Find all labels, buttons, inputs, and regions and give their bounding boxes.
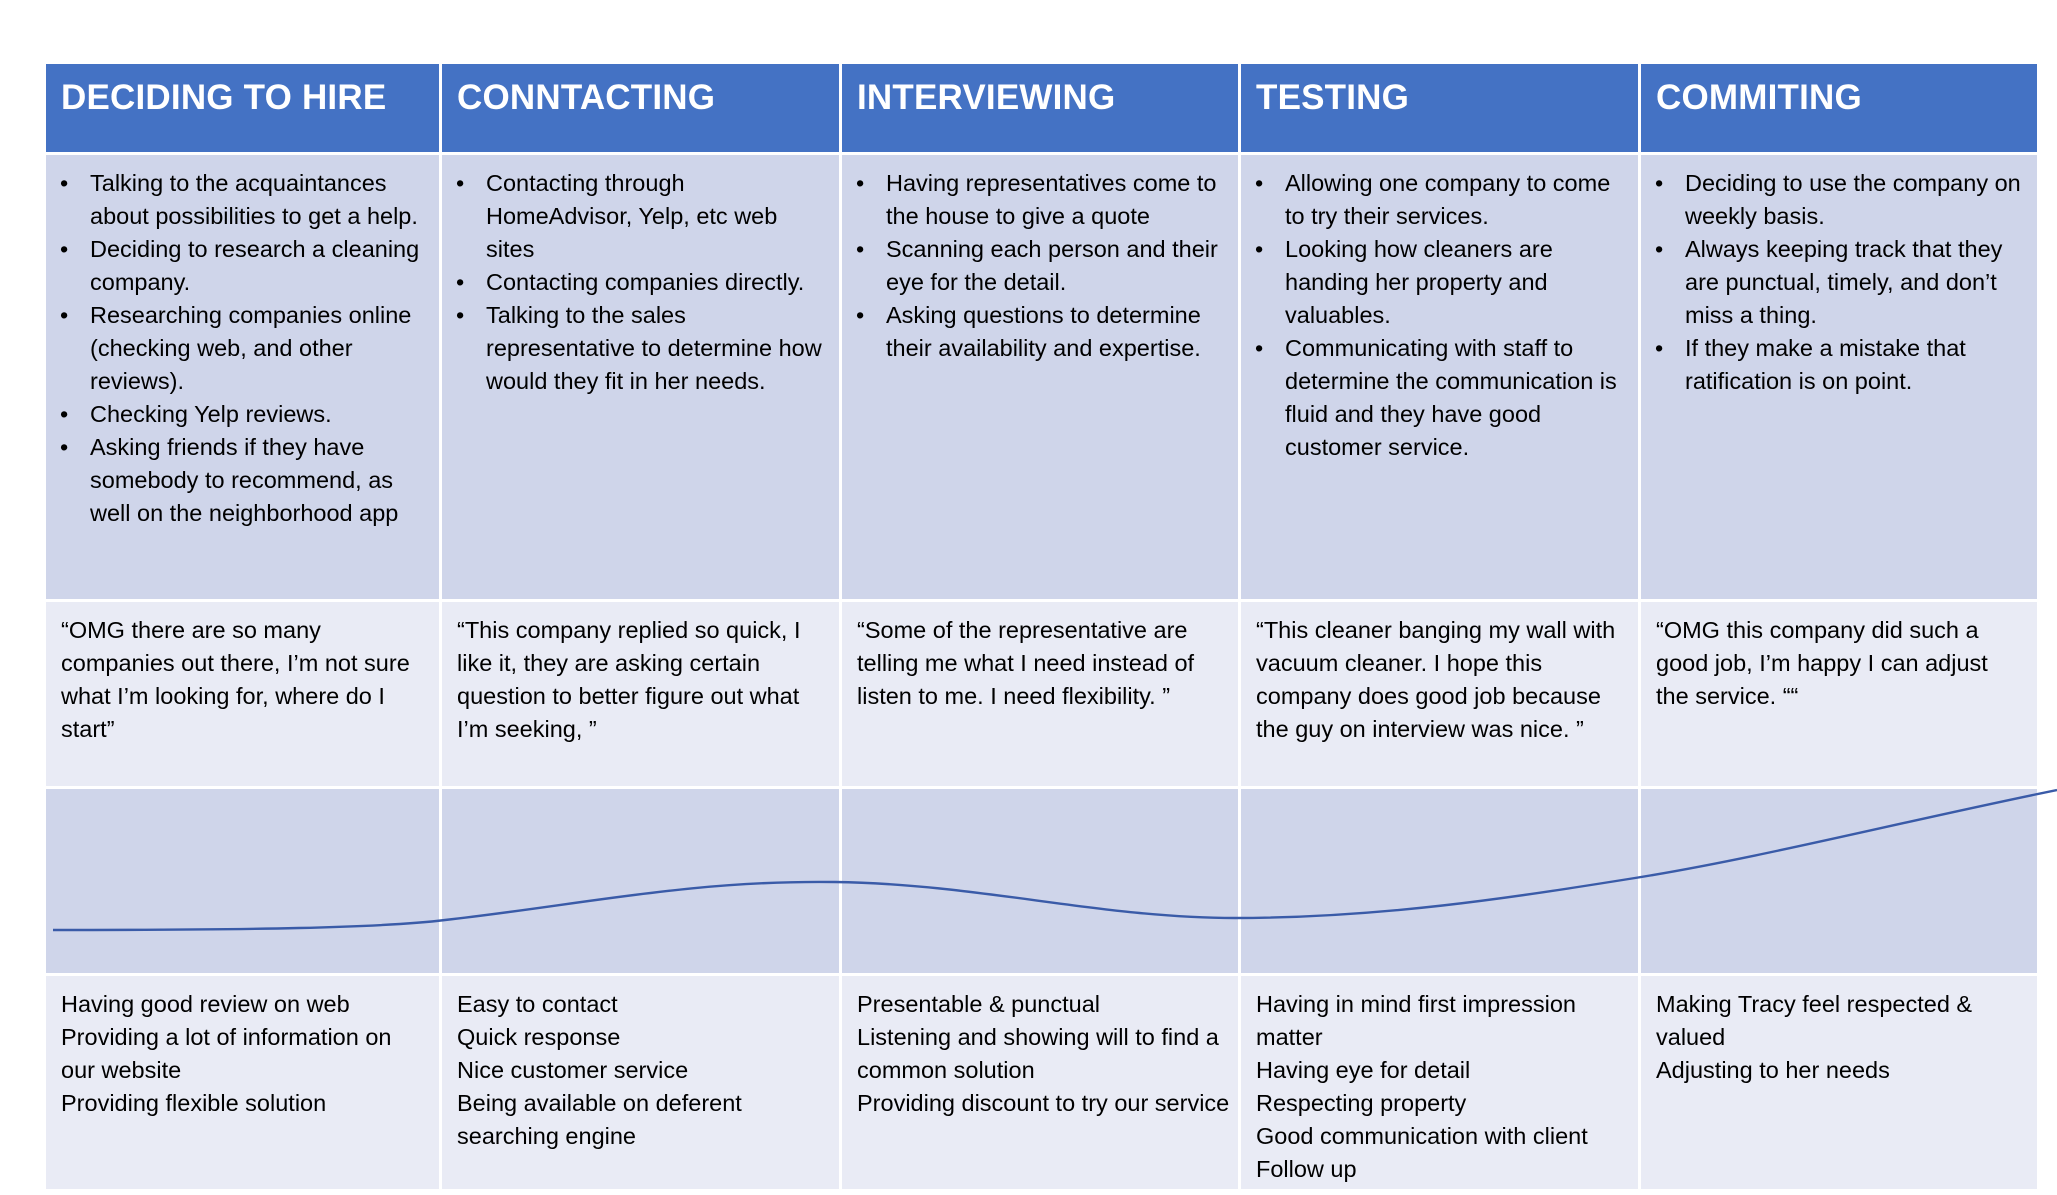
action-item: Looking how cleaners are handing her pro… <box>1255 233 1630 332</box>
emotion-cell-interviewing <box>842 789 1238 973</box>
actions-cell-contacting: Contacting through HomeAdvisor, Yelp, et… <box>442 155 839 599</box>
opportunity-line: Follow up <box>1256 1156 1357 1182</box>
opportunity-line: Providing flexible solution <box>61 1090 327 1116</box>
action-item: Deciding to use the company on weekly ba… <box>1655 167 2029 233</box>
opportunity-line: Providing a lot of information on our we… <box>61 1024 392 1083</box>
quote-contacting: “This company replied so quick, I like i… <box>442 602 839 786</box>
action-item: Contacting companies directly. <box>456 266 831 299</box>
opportunities-interviewing: Presentable & punctual Listening and sho… <box>842 976 1238 1189</box>
action-item: Scanning each person and their eye for t… <box>856 233 1230 299</box>
opportunity-line: Adjusting to her needs <box>1656 1057 1890 1083</box>
actions-list: Having representatives come to the house… <box>856 167 1230 365</box>
quote-interviewing: “Some of the representative are telling … <box>842 602 1238 786</box>
opportunity-line: Nice customer service <box>457 1057 689 1083</box>
actions-list: Allowing one company to come to try thei… <box>1255 167 1630 464</box>
action-item: Checking Yelp reviews. <box>60 398 431 431</box>
stage-header-deciding: DECIDING TO HIRE <box>46 64 439 152</box>
action-item: Talking to the acquaintances about possi… <box>60 167 431 233</box>
opportunity-line: Presentable & punctual <box>857 991 1100 1017</box>
action-item: If they make a mistake that ratification… <box>1655 332 2029 398</box>
quote-commiting: “OMG this company did such a good job, I… <box>1641 602 2037 786</box>
actions-cell-deciding: Talking to the acquaintances about possi… <box>46 155 439 599</box>
opportunity-line: Easy to contact <box>457 991 618 1017</box>
quote-testing: “This cleaner banging my wall with vacuu… <box>1241 602 1638 786</box>
emotion-cell-testing <box>1241 789 1638 973</box>
actions-cell-commiting: Deciding to use the company on weekly ba… <box>1641 155 2037 599</box>
opportunity-line: Good communication with client <box>1256 1123 1588 1149</box>
actions-list: Deciding to use the company on weekly ba… <box>1655 167 2029 398</box>
opportunity-line: Listening and showing will to find a com… <box>857 1024 1219 1083</box>
opportunity-line: Having good review on web <box>61 991 350 1017</box>
stage-header-testing: TESTING <box>1241 64 1638 152</box>
action-item: Having representatives come to the house… <box>856 167 1230 233</box>
opportunity-line: Quick response <box>457 1024 621 1050</box>
opportunities-deciding: Having good review on web Providing a lo… <box>46 976 439 1189</box>
opportunity-line: Making Tracy feel respected & valued <box>1656 991 1973 1050</box>
journey-map: DECIDING TO HIRE CONNTACTING INTERVIEWIN… <box>46 64 2037 1189</box>
opportunity-line: Having eye for detail <box>1256 1057 1471 1083</box>
opportunity-line: Having in mind first impression matter <box>1256 991 1576 1050</box>
actions-cell-interviewing: Having representatives come to the house… <box>842 155 1238 599</box>
opportunities-contacting: Easy to contact Quick response Nice cust… <box>442 976 839 1189</box>
action-item: Deciding to research a cleaning company. <box>60 233 431 299</box>
opportunities-commiting: Making Tracy feel respected & valued Adj… <box>1641 976 2037 1189</box>
actions-list: Talking to the acquaintances about possi… <box>60 167 431 530</box>
action-item: Communicating with staff to determine th… <box>1255 332 1630 464</box>
action-item: Contacting through HomeAdvisor, Yelp, et… <box>456 167 831 266</box>
opportunity-line: Providing discount to try our service <box>857 1090 1230 1116</box>
action-item: Asking questions to determine their avai… <box>856 299 1230 365</box>
stage-header-interviewing: INTERVIEWING <box>842 64 1238 152</box>
stage-header-contacting: CONNTACTING <box>442 64 839 152</box>
opportunities-testing: Having in mind first impression matter H… <box>1241 976 1638 1189</box>
actions-list: Contacting through HomeAdvisor, Yelp, et… <box>456 167 831 398</box>
actions-cell-testing: Allowing one company to come to try thei… <box>1241 155 1638 599</box>
quote-deciding: “OMG there are so many companies out the… <box>46 602 439 786</box>
opportunity-line: Being available on deferent searching en… <box>457 1090 742 1149</box>
action-item: Talking to the sales representative to d… <box>456 299 831 398</box>
emotion-cell-deciding <box>46 789 439 973</box>
action-item: Always keeping track that they are punct… <box>1655 233 2029 332</box>
action-item: Asking friends if they have somebody to … <box>60 431 431 530</box>
stage-header-commiting: COMMITING <box>1641 64 2037 152</box>
emotion-cell-commiting <box>1641 789 2037 973</box>
emotion-cell-contacting <box>442 789 839 973</box>
opportunity-line: Respecting property <box>1256 1090 1467 1116</box>
action-item: Researching companies online (checking w… <box>60 299 431 398</box>
action-item: Allowing one company to come to try thei… <box>1255 167 1630 233</box>
